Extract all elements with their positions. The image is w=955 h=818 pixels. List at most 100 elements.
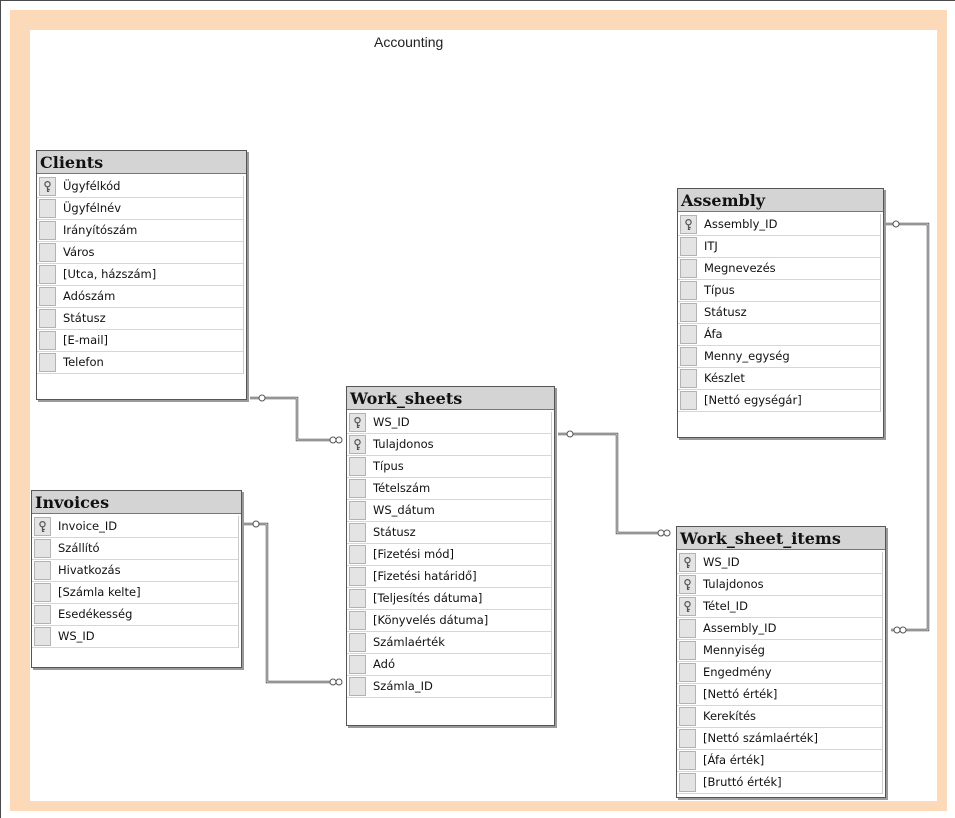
column-row[interactable]: [Utca, házszám]: [37, 264, 243, 286]
column-row[interactable]: Invoice_ID: [32, 516, 238, 538]
row-selector[interactable]: [679, 729, 696, 748]
column-row[interactable]: Státusz: [347, 522, 551, 544]
row-selector[interactable]: [680, 347, 697, 366]
column-row[interactable]: Tulajdonos: [347, 434, 551, 456]
column-row[interactable]: [Fizetési határidő]: [347, 566, 551, 588]
column-row[interactable]: Mennyiség: [677, 640, 882, 662]
column-row[interactable]: WS_ID: [347, 412, 551, 434]
row-selector[interactable]: [39, 265, 56, 284]
row-selector[interactable]: [349, 633, 366, 652]
column-row[interactable]: Város: [37, 242, 243, 264]
row-selector[interactable]: [680, 237, 697, 256]
column-row[interactable]: Ügyfélkód: [37, 176, 243, 198]
column-row[interactable]: [Fizetési mód]: [347, 544, 551, 566]
column-row[interactable]: Menny_egység: [678, 346, 880, 368]
row-selector[interactable]: [349, 545, 366, 564]
row-selector[interactable]: [39, 353, 56, 372]
column-row[interactable]: [Teljesítés dátuma]: [347, 588, 551, 610]
primary-key-icon[interactable]: [680, 215, 697, 234]
row-selector[interactable]: [680, 259, 697, 278]
primary-key-icon[interactable]: [679, 575, 696, 594]
primary-key-icon[interactable]: [349, 413, 366, 432]
column-row[interactable]: [Nettó egységár]: [678, 390, 880, 412]
column-row[interactable]: Adószám: [37, 286, 243, 308]
row-selector[interactable]: [349, 479, 366, 498]
row-selector[interactable]: [34, 627, 51, 646]
row-selector[interactable]: [679, 751, 696, 770]
column-row[interactable]: Esedékesség: [32, 604, 238, 626]
column-row[interactable]: [Nettó érték]: [677, 684, 882, 706]
primary-key-icon[interactable]: [34, 517, 51, 536]
row-selector[interactable]: [34, 561, 51, 580]
row-selector[interactable]: [349, 589, 366, 608]
table-title[interactable]: Work_sheets: [347, 387, 554, 410]
row-selector[interactable]: [39, 221, 56, 240]
column-row[interactable]: Adó: [347, 654, 551, 676]
row-selector[interactable]: [349, 611, 366, 630]
column-row[interactable]: Áfa: [678, 324, 880, 346]
column-row[interactable]: Ügyfélnév: [37, 198, 243, 220]
column-row[interactable]: Számla_ID: [347, 676, 551, 698]
row-selector[interactable]: [679, 641, 696, 660]
row-selector[interactable]: [34, 583, 51, 602]
column-row[interactable]: Tételszám: [347, 478, 551, 500]
row-selector[interactable]: [679, 663, 696, 682]
row-selector[interactable]: [349, 655, 366, 674]
row-selector[interactable]: [349, 501, 366, 520]
row-selector[interactable]: [349, 677, 366, 696]
column-row[interactable]: Számlaérték: [347, 632, 551, 654]
row-selector[interactable]: [349, 457, 366, 476]
column-row[interactable]: Státusz: [37, 308, 243, 330]
primary-key-icon[interactable]: [679, 597, 696, 616]
row-selector[interactable]: [679, 685, 696, 704]
row-selector[interactable]: [349, 523, 366, 542]
column-row[interactable]: [Bruttó érték]: [677, 772, 882, 794]
row-selector[interactable]: [39, 287, 56, 306]
column-row[interactable]: Típus: [678, 280, 880, 302]
primary-key-icon[interactable]: [679, 553, 696, 572]
column-row[interactable]: [E-mail]: [37, 330, 243, 352]
column-row[interactable]: Irányítószám: [37, 220, 243, 242]
table-title[interactable]: Clients: [37, 151, 246, 174]
table-title[interactable]: Invoices: [32, 491, 241, 514]
row-selector[interactable]: [39, 331, 56, 350]
row-selector[interactable]: [680, 391, 697, 410]
table-title[interactable]: Work_sheet_items: [677, 527, 885, 550]
column-row[interactable]: [Nettó számlaérték]: [677, 728, 882, 750]
row-selector[interactable]: [680, 369, 697, 388]
column-row[interactable]: ITJ: [678, 236, 880, 258]
row-selector[interactable]: [679, 707, 696, 726]
column-row[interactable]: Assembly_ID: [677, 618, 882, 640]
primary-key-icon[interactable]: [39, 177, 56, 196]
row-selector[interactable]: [680, 303, 697, 322]
row-selector[interactable]: [39, 309, 56, 328]
column-row[interactable]: Kerekítés: [677, 706, 882, 728]
column-row[interactable]: Hivatkozás: [32, 560, 238, 582]
row-selector[interactable]: [39, 243, 56, 262]
row-selector[interactable]: [679, 619, 696, 638]
row-selector[interactable]: [34, 539, 51, 558]
column-row[interactable]: Tulajdonos: [677, 574, 882, 596]
column-row[interactable]: Megnevezés: [678, 258, 880, 280]
row-selector[interactable]: [39, 199, 56, 218]
row-selector[interactable]: [34, 605, 51, 624]
column-row[interactable]: WS_ID: [677, 552, 882, 574]
primary-key-icon[interactable]: [349, 435, 366, 454]
column-row[interactable]: Tétel_ID: [677, 596, 882, 618]
column-row[interactable]: Engedmény: [677, 662, 882, 684]
column-row[interactable]: Típus: [347, 456, 551, 478]
row-selector[interactable]: [680, 325, 697, 344]
column-row[interactable]: WS_ID: [32, 626, 238, 648]
column-row[interactable]: Készlet: [678, 368, 880, 390]
row-selector[interactable]: [349, 567, 366, 586]
row-selector[interactable]: [679, 773, 696, 792]
column-row[interactable]: [Áfa érték]: [677, 750, 882, 772]
column-row[interactable]: Assembly_ID: [678, 214, 880, 236]
table-title[interactable]: Assembly: [678, 189, 883, 212]
row-selector[interactable]: [680, 281, 697, 300]
